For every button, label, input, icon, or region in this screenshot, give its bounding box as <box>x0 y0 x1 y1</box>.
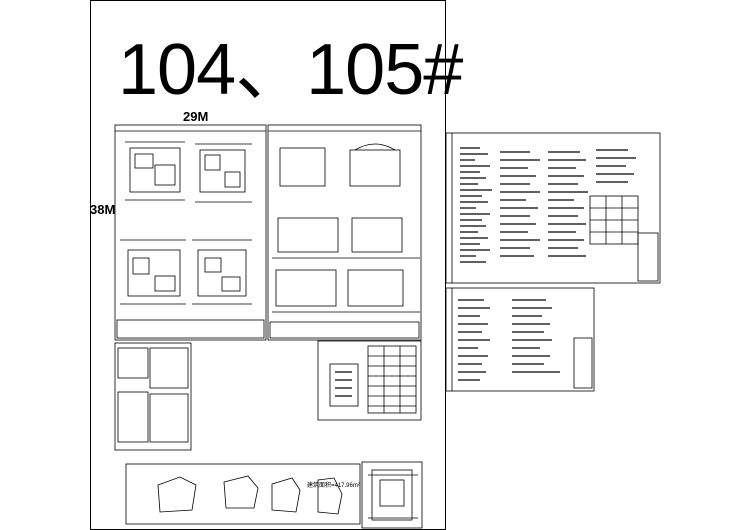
page-title: 104、105# <box>118 30 463 110</box>
area-plan-sheet <box>125 463 361 525</box>
detail-sheet <box>114 342 192 451</box>
area-note: 建筑面积=417.96m² <box>307 483 360 489</box>
schedule-sheet <box>317 340 422 421</box>
floor-plan-sheet <box>114 124 267 341</box>
height-dimension-label: 38M <box>90 202 116 217</box>
notes-sheet-2 <box>445 287 595 392</box>
site-plan-sheet <box>361 461 423 529</box>
width-dimension-label: 29M <box>183 109 209 124</box>
notes-sheet-1 <box>445 132 661 284</box>
elevation-sheet <box>267 124 422 341</box>
